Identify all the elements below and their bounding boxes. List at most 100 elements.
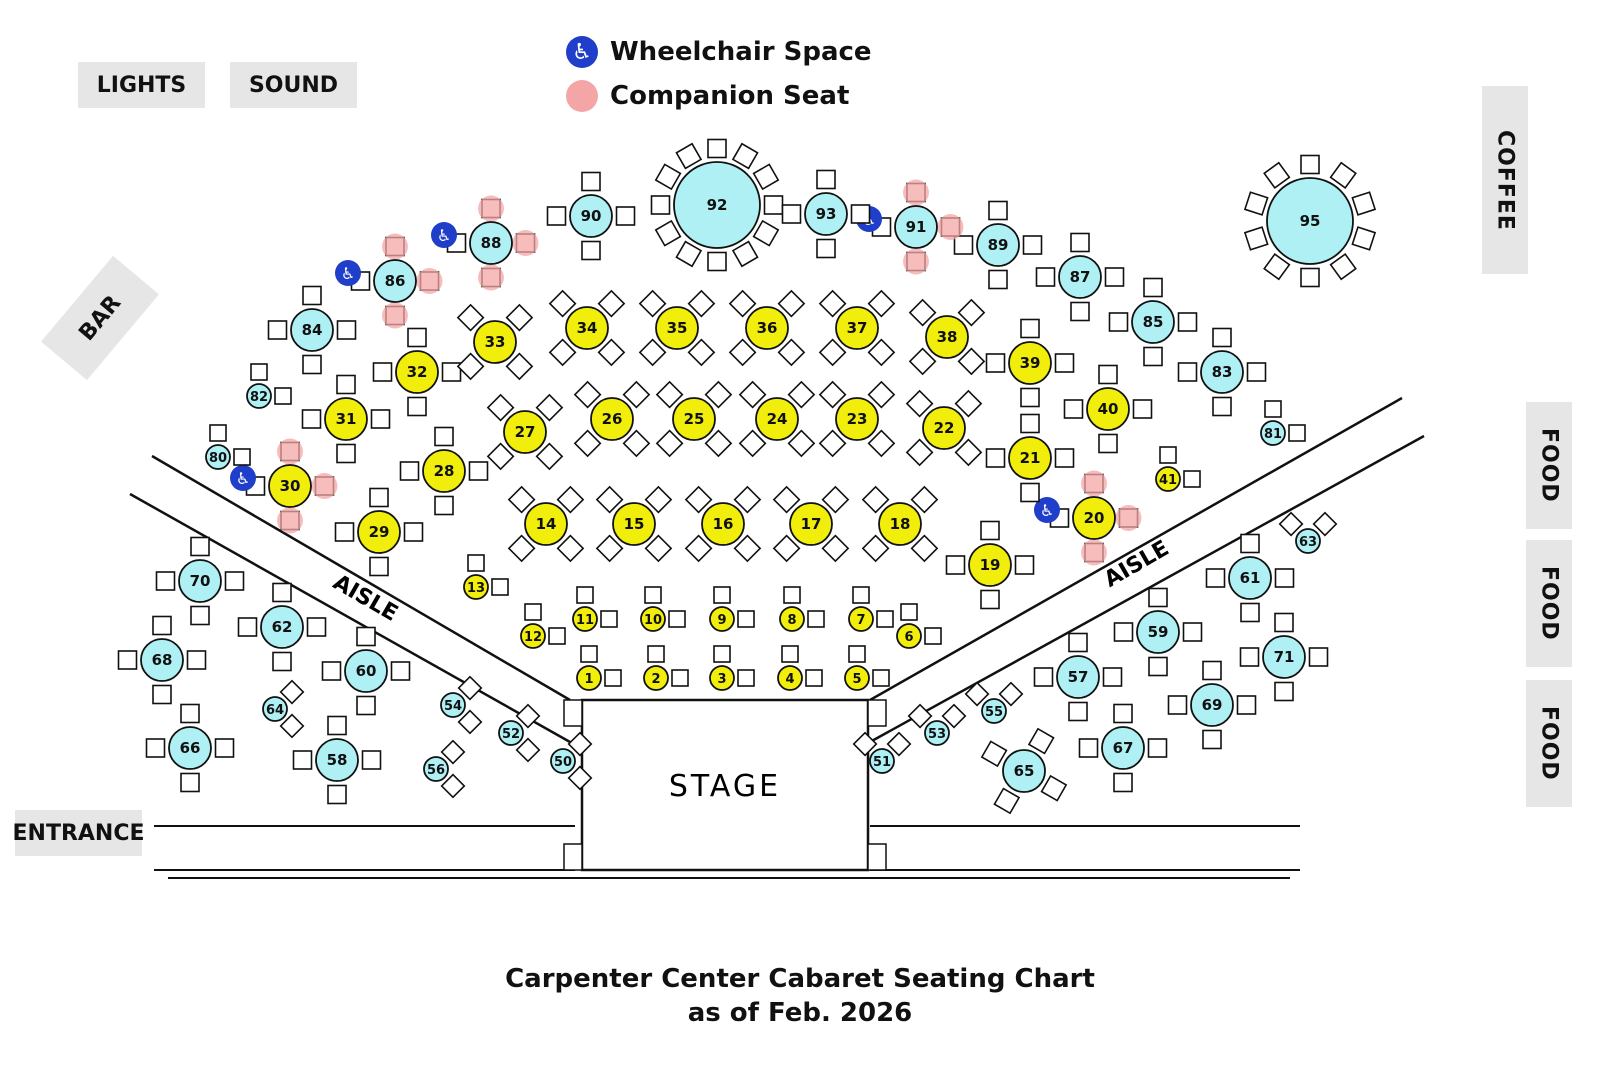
chair[interactable] [998,681,1024,707]
chair[interactable] [1108,312,1129,332]
table-top[interactable] [1008,436,1052,480]
table-top[interactable] [395,350,439,394]
table-top[interactable] [590,397,634,441]
chair[interactable] [1070,301,1090,322]
table-top[interactable] [290,308,334,352]
chair[interactable] [581,240,601,261]
chair[interactable] [671,669,689,687]
table-17[interactable]: 17 [772,485,850,563]
chair[interactable] [441,362,462,382]
chair[interactable] [250,363,268,381]
table-top[interactable] [178,559,222,603]
table-90[interactable]: 90 [546,171,636,261]
table-63[interactable]: 63 [1278,511,1338,554]
chair[interactable] [818,289,847,318]
table-20[interactable]: 20♿ [1034,470,1142,566]
table-top[interactable] [422,449,466,493]
chair[interactable] [595,485,624,514]
table-top[interactable] [709,606,735,632]
table-top[interactable] [260,605,304,649]
chair[interactable] [267,320,288,340]
chair[interactable] [370,409,391,429]
chair[interactable] [861,485,890,514]
table-5[interactable]: 5 [844,645,890,691]
table-top[interactable] [1266,177,1354,265]
chair[interactable] [957,347,986,376]
chair[interactable] [737,610,755,628]
chair[interactable] [675,142,703,170]
chair[interactable] [1274,568,1295,588]
chair[interactable] [190,605,210,626]
chair[interactable] [818,338,847,367]
table-top[interactable] [1262,635,1306,679]
table-50[interactable]: 50 [550,731,593,791]
chair[interactable] [638,289,667,318]
chair[interactable] [787,380,816,409]
chair[interactable] [1143,277,1163,298]
chair[interactable] [152,615,172,636]
table-top[interactable] [524,502,568,546]
chair[interactable] [1167,695,1188,715]
table-54[interactable]: 54 [440,675,483,735]
chair[interactable] [456,303,485,332]
table-14[interactable]: 14 [507,485,585,563]
table-top[interactable] [835,306,879,350]
chair[interactable] [737,669,755,687]
chair[interactable] [390,661,411,681]
chair[interactable] [1263,161,1291,189]
chair[interactable] [988,200,1008,221]
chair[interactable] [953,235,974,255]
table-top[interactable] [565,306,609,350]
table-21[interactable]: 21 [985,413,1075,503]
chair[interactable] [655,429,684,458]
chair[interactable] [237,617,258,637]
chair[interactable] [872,669,890,687]
chair[interactable] [1104,267,1125,287]
chair[interactable] [752,163,780,191]
table-32[interactable]: 32 [372,327,462,417]
table-89[interactable]: 89 [953,200,1043,290]
chair[interactable] [604,669,622,687]
chair[interactable] [486,442,515,471]
chair[interactable] [548,627,566,645]
chair[interactable] [548,289,577,318]
table-top[interactable] [924,720,950,746]
chair[interactable] [399,461,420,481]
table-4[interactable]: 4 [777,645,823,691]
table-top[interactable] [1072,496,1116,540]
chair[interactable] [905,389,934,418]
table-18[interactable]: 18 [861,485,939,563]
chair[interactable] [733,485,762,514]
table-25[interactable]: 25 [655,380,733,458]
chair[interactable] [155,571,176,591]
chair[interactable] [1177,312,1198,332]
chair[interactable] [1177,362,1198,382]
chair[interactable] [1312,511,1338,537]
chair[interactable] [576,586,594,604]
chair[interactable] [852,731,878,757]
chair[interactable] [595,534,624,563]
table-85[interactable]: 85 [1108,277,1198,367]
table-91[interactable]: 91♿ [856,179,964,275]
chair[interactable] [1070,232,1090,253]
chair[interactable] [1147,738,1168,758]
chair[interactable] [876,610,894,628]
table-top[interactable] [922,406,966,450]
table-38[interactable]: 38 [908,298,986,376]
table-top[interactable] [1260,420,1286,446]
chair[interactable] [1240,602,1260,623]
table-29[interactable]: 29 [334,487,424,577]
chair[interactable] [556,485,585,514]
chair[interactable] [546,206,567,226]
chair[interactable] [964,681,990,707]
table-top[interactable] [612,502,656,546]
chair[interactable] [867,289,896,318]
table-68[interactable]: 68 [117,615,207,705]
table-top[interactable] [168,726,212,770]
chair[interactable] [954,438,983,467]
chair[interactable] [407,327,427,348]
chair[interactable] [224,571,245,591]
table-top[interactable] [423,756,449,782]
chair[interactable] [1054,448,1075,468]
chair[interactable] [777,338,806,367]
